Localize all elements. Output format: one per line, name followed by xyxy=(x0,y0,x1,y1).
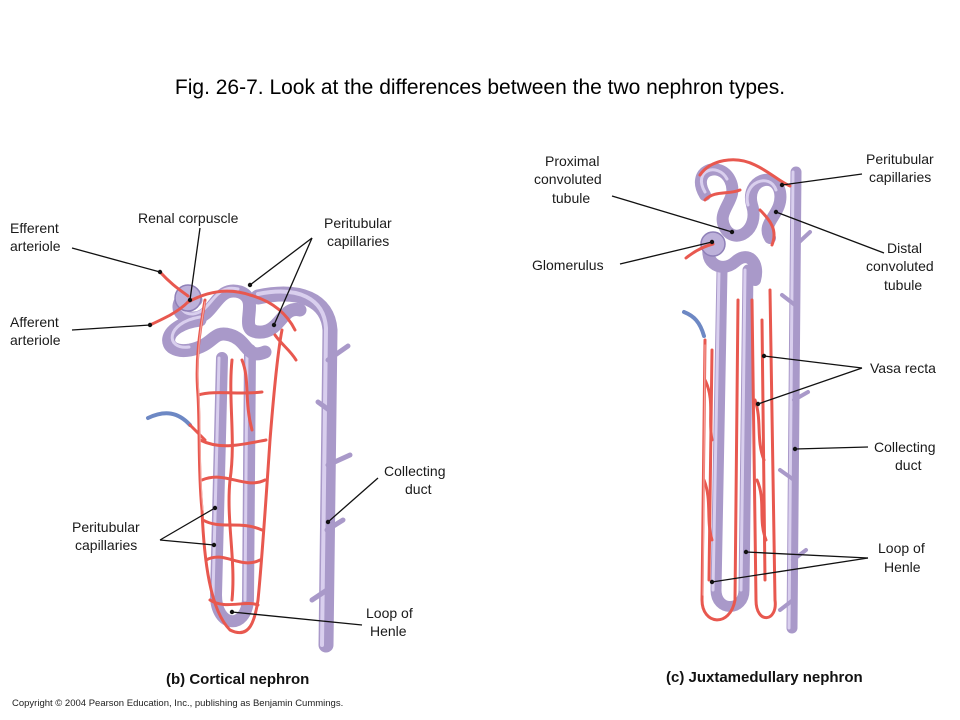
label-distal-convoluted-tubule-line3: tubule xyxy=(884,277,922,293)
label-loop-of-henle-line2: Henle xyxy=(370,623,407,639)
label-collecting-duct-line1: Collecting xyxy=(384,463,445,479)
label-efferent-arteriole-line2: arteriole xyxy=(10,238,61,254)
label-efferent-arteriole-line1: Efferent xyxy=(10,220,59,236)
label-loop-of-henle-line2: Henle xyxy=(884,559,921,575)
juxtamedullary-convoluted-tubules xyxy=(694,163,787,286)
caption-juxtamedullary-nephron: (c) Juxtamedullary nephron xyxy=(666,669,863,686)
label-renal-corpuscle: Renal corpuscle xyxy=(138,210,239,226)
label-afferent-arteriole-line2: arteriole xyxy=(10,332,61,348)
label-proximal-convoluted-tubule-line2: convoluted xyxy=(534,171,602,187)
label-loop-of-henle-line1: Loop of xyxy=(878,540,925,556)
juxtamedullary-capillaries xyxy=(684,158,792,622)
cortical-collecting-duct xyxy=(250,286,353,653)
page-title: Fig. 26-7. Look at the differences betwe… xyxy=(174,76,786,99)
label-peritubular-capillaries-bottom-line1: Peritubular xyxy=(72,519,140,535)
cortical-capillary-network xyxy=(148,270,298,634)
label-proximal-convoluted-tubule-line3: tubule xyxy=(552,190,590,206)
label-peritubular-capillaries-top-line1: Peritubular xyxy=(324,215,392,231)
label-peritubular-capillaries-line2: capillaries xyxy=(869,169,931,185)
label-collecting-duct-line2: duct xyxy=(405,481,432,497)
label-peritubular-capillaries-line1: Peritubular xyxy=(866,151,934,167)
label-peritubular-capillaries-bottom-line2: capillaries xyxy=(75,537,137,553)
juxtamedullary-leader-lines xyxy=(611,173,885,585)
label-peritubular-capillaries-top-line2: capillaries xyxy=(327,233,389,249)
label-distal-convoluted-tubule-line2: convoluted xyxy=(866,258,934,274)
juxtamedullary-nephron-illustration: Proximal convoluted tubule Glomerulus Pe… xyxy=(532,151,936,686)
label-loop-of-henle-line1: Loop of xyxy=(366,605,413,621)
cortical-leader-lines xyxy=(71,227,379,626)
label-collecting-duct-line2: duct xyxy=(895,457,922,473)
cortical-venule xyxy=(146,411,192,427)
label-distal-convoluted-tubule-line1: Distal xyxy=(887,240,922,256)
cortical-nephron-illustration: Efferent arteriole Afferent arteriole Re… xyxy=(10,210,445,688)
juxtamedullary-loop-of-henle xyxy=(710,264,754,612)
label-glomerulus: Glomerulus xyxy=(532,257,604,273)
label-afferent-arteriole-line1: Afferent xyxy=(10,314,59,330)
juxtamedullary-venule xyxy=(682,310,706,338)
caption-cortical-nephron: (b) Cortical nephron xyxy=(166,671,309,688)
label-vasa-recta: Vasa recta xyxy=(870,360,936,376)
copyright-notice: Copyright © 2004 Pearson Education, Inc.… xyxy=(12,698,343,709)
label-collecting-duct-line1: Collecting xyxy=(874,439,935,455)
juxtamedullary-collecting-duct xyxy=(778,166,812,634)
label-proximal-convoluted-tubule-line1: Proximal xyxy=(545,153,599,169)
